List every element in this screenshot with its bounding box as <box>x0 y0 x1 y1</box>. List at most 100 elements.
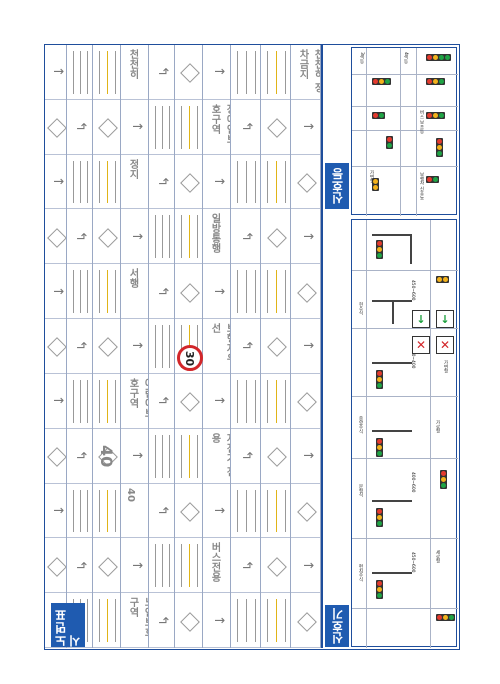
label-overhead: 현수식 <box>358 302 363 316</box>
lane-line <box>107 51 109 94</box>
green-lamp <box>385 79 390 84</box>
turn-arrow-icon: ↰ <box>154 176 170 187</box>
diamond-marking-icon <box>297 392 317 413</box>
lane-line <box>246 489 248 533</box>
road-marking-cell: ↰ <box>231 429 260 484</box>
red-lamp <box>437 615 442 620</box>
dim-1: 450~600 <box>410 280 415 301</box>
direction-arrow-icon: ↑ <box>128 559 144 571</box>
divider <box>352 130 458 131</box>
diamond-marking-icon <box>180 282 200 303</box>
green-lamp <box>439 55 444 60</box>
speed-road-marking: 40 <box>97 445 116 468</box>
divider <box>352 166 458 167</box>
road-marking-cell: ↑ <box>121 538 148 594</box>
road-marking-cell <box>93 209 120 265</box>
road-marking-cell <box>261 319 290 374</box>
road-marking-cell <box>45 319 66 374</box>
lane-line <box>99 489 101 533</box>
road-marking-cell: ↑ <box>203 155 230 210</box>
green-lamp <box>377 253 382 258</box>
lane-line <box>169 325 171 368</box>
road-marking-cell <box>175 264 202 320</box>
signal-aux-small <box>372 112 385 119</box>
red-lamp <box>427 113 432 118</box>
road-marking-cell <box>175 538 202 594</box>
road-marking-cell <box>93 484 120 539</box>
road-marking-cell <box>93 100 120 155</box>
lane-line <box>197 105 199 149</box>
green-arrow-lamp <box>445 55 450 60</box>
divider <box>352 106 458 107</box>
turn-arrow-icon: ↰ <box>72 230 88 242</box>
diamond-marking-icon <box>98 337 118 358</box>
road-marking-cell: ↰ <box>149 484 174 539</box>
road-markings-title-tab: 노면표시 <box>51 603 85 647</box>
road-marking-cell <box>45 429 66 484</box>
red-lamp <box>387 137 392 142</box>
lane-line <box>155 105 157 149</box>
diamond-marking-icon <box>180 611 200 632</box>
lane-line <box>87 270 89 314</box>
diamond-marking-icon <box>297 611 317 632</box>
divider <box>352 538 458 539</box>
road-text-marking: 정지 <box>127 158 138 179</box>
lane-line <box>80 489 82 533</box>
road-marking-cell: ↑ <box>291 538 320 594</box>
diamond-marking-icon <box>267 556 287 577</box>
road-marking-cell <box>67 45 92 100</box>
road-marking-cell <box>93 155 120 210</box>
lane-line <box>115 489 117 533</box>
lane-line <box>267 489 269 533</box>
diamond-marking-icon <box>267 447 287 468</box>
yellow-lamp <box>443 615 448 620</box>
lane-line <box>267 160 269 204</box>
red-lamp <box>377 241 382 246</box>
road-marking-cell <box>231 155 260 210</box>
lane-line <box>99 599 101 642</box>
road-markings-grid: ↑↑↑↑↑↑↰↰↰↰↰천천히↑정지↑서행↑어린이보호구역↑40↑노인보호구역↰↰… <box>45 45 321 648</box>
road-marking-cell: 정지 <box>121 155 148 210</box>
lane-closed-x-icon: ✕ <box>412 336 430 354</box>
diamond-marking-icon <box>47 118 66 139</box>
signal-3-color-horizontal <box>426 78 445 85</box>
yellow-lamp <box>433 55 438 60</box>
signal-lights-title: 신호등 <box>330 168 345 204</box>
yellow-lamp <box>433 79 438 84</box>
turn-arrow-icon: ↰ <box>72 121 88 133</box>
road-text-marking: 천천히 <box>127 49 138 79</box>
road-marking-cell <box>261 484 290 539</box>
road-marking-cell <box>261 538 290 594</box>
lane-line <box>246 51 248 94</box>
turn-arrow-icon: ↰ <box>238 230 254 242</box>
road-marking-cell <box>149 538 174 594</box>
road-marking-cell: ↑ <box>291 429 320 484</box>
lane-line <box>115 51 117 94</box>
road-marking-cell <box>45 538 66 594</box>
road-marking-cell <box>261 264 290 320</box>
lane-line <box>107 379 109 423</box>
road-marking-cell <box>231 484 260 539</box>
dim-4: 450~600 <box>410 552 415 573</box>
lane-line <box>155 434 157 478</box>
lane-line <box>162 434 164 478</box>
direction-arrow-icon: ↑ <box>49 66 65 78</box>
lane-line <box>181 215 183 259</box>
traffic-signals-panel: 신호등 신호기 4색등 3색등 버스 보조등 보행자 신호등 가변형 <box>325 45 459 648</box>
lane-line <box>73 379 75 423</box>
signal-pole-arm <box>372 500 412 502</box>
divider <box>416 48 417 216</box>
lane-line <box>99 160 101 204</box>
road-text-marking: 천천히 정차금지 <box>297 49 320 93</box>
lane-line <box>255 160 257 204</box>
road-text-marking: 버스전용 <box>209 542 220 583</box>
direction-arrow-icon: ↑ <box>299 340 315 352</box>
road-text-marking: 보행자우선 <box>209 323 230 364</box>
turn-arrow-icon: ↰ <box>72 559 88 571</box>
diamond-marking-icon <box>267 118 287 139</box>
lane-line <box>181 544 183 588</box>
road-marking-cell <box>291 484 320 539</box>
road-marking-cell: ↑ <box>45 155 66 210</box>
lane-line <box>189 215 191 259</box>
road-marking-cell <box>261 155 290 210</box>
